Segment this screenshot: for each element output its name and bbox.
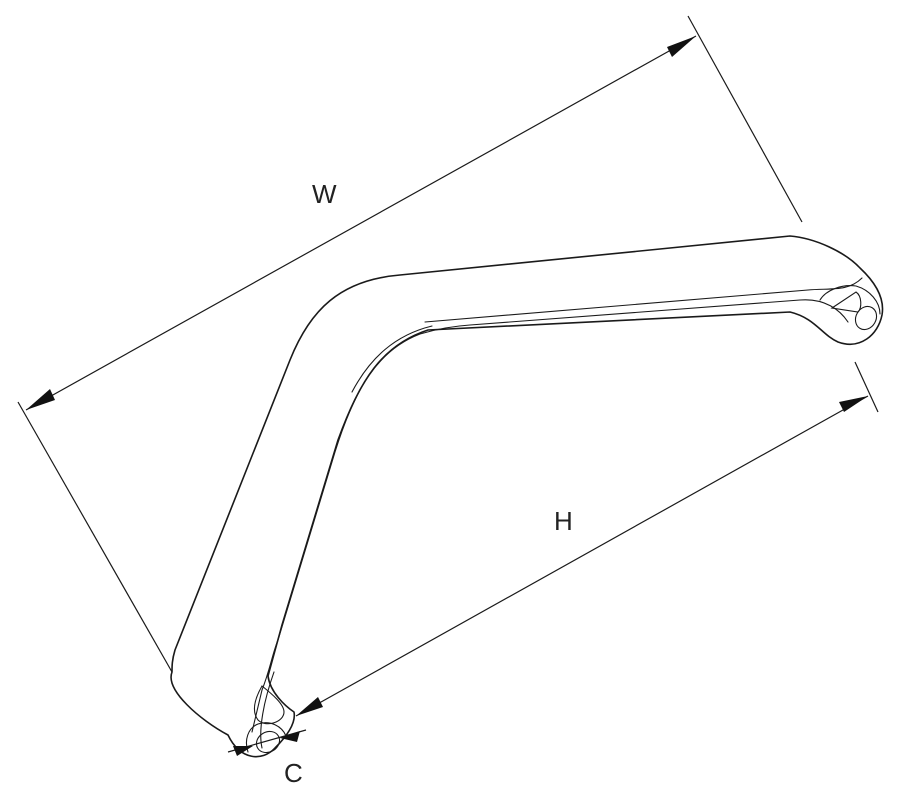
dimension-h: H [295, 361, 879, 717]
top-boss-rim [819, 285, 881, 315]
bottom-teardrop-cutout [253, 685, 285, 725]
h-arrow-left [296, 697, 323, 716]
bottom-boss-rim [245, 722, 287, 753]
c-arrow-left [233, 746, 253, 756]
top-triangle-cutout [830, 291, 862, 313]
w-arrow-left [26, 389, 55, 410]
c-label: C [284, 758, 303, 788]
w-extension-line-right [687, 15, 803, 223]
dimension-c: C [227, 729, 307, 788]
h-extension-line [854, 361, 879, 413]
dimension-w: W [17, 15, 803, 673]
w-dimension-line [25, 35, 697, 411]
w-arrow-right [667, 36, 696, 57]
handle-part [170, 235, 884, 758]
w-label: W [312, 179, 337, 209]
h-label: H [554, 506, 573, 536]
top-mounting-hole [854, 305, 878, 331]
bottom-mounting-hole [255, 730, 281, 754]
h-arrow-right [839, 396, 868, 412]
handle-inner-edge [251, 299, 849, 733]
w-extension-line-left [17, 401, 173, 673]
c-arrow-right [280, 731, 300, 742]
h-dimension-line [295, 395, 869, 717]
handle-outer-contour [170, 235, 884, 758]
